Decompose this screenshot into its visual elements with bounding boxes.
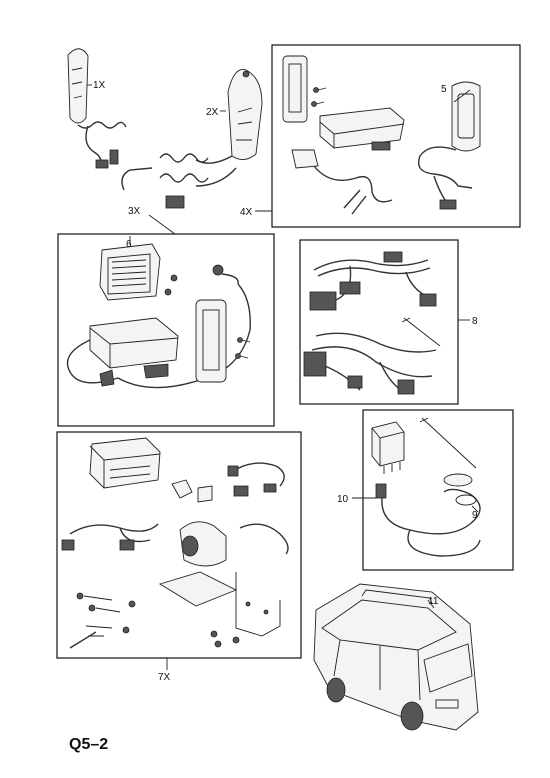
label-3x: 3X <box>128 206 141 217</box>
cradle-part-2x <box>121 69 263 209</box>
label-8: 8 <box>472 316 478 327</box>
label-5: 5 <box>441 84 447 95</box>
group-box-7x <box>56 431 302 659</box>
group-box-4x <box>271 44 521 228</box>
label-4x: 4X <box>240 207 253 218</box>
group-box-9-10 <box>362 409 514 571</box>
relay-part-10 <box>371 421 481 557</box>
label-10: 10 <box>337 494 349 505</box>
alarm-kit-parts-7x <box>61 437 289 649</box>
label-7x: 7X <box>158 672 171 683</box>
antenna-part-9 <box>419 417 477 506</box>
label-2x: 2X <box>206 107 219 118</box>
control-unit-3x <box>66 264 251 389</box>
handset-part-1x <box>67 48 127 169</box>
diagram-code: Q5–2 <box>69 736 108 753</box>
group-box-8 <box>299 239 459 405</box>
label-9: 9 <box>472 510 478 521</box>
label-1x: 1X <box>93 80 106 91</box>
label-11: 11 <box>428 596 439 607</box>
label-6: 6 <box>126 239 132 250</box>
group-box-3x <box>57 233 275 427</box>
handsfree-speaker-part-6 <box>99 243 178 301</box>
hands-free-kit-parts <box>282 55 405 215</box>
wiring-harness-part-8 <box>303 251 441 395</box>
vehicle-part-11 <box>313 583 479 731</box>
phone-holder-part-5 <box>417 81 481 210</box>
